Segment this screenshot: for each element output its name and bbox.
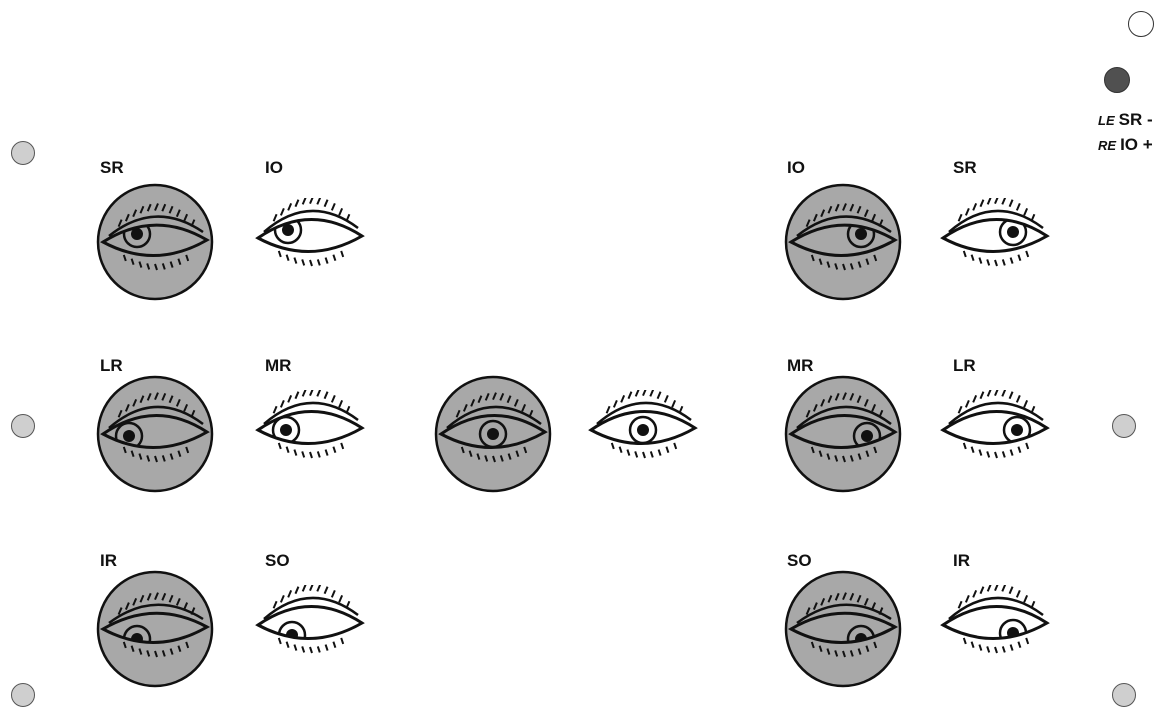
legend-re-prefix: RE (1098, 138, 1117, 153)
indicator-top-right-filled (1104, 67, 1130, 93)
indicator-right-middle (1112, 414, 1136, 438)
label-r3c3: SO (787, 551, 812, 570)
eye-circled-r2c1 (95, 374, 215, 494)
legend-le-text: SR - (1118, 110, 1153, 129)
eye-circled-center (433, 374, 553, 494)
label-r2c1: LR (100, 356, 123, 375)
eye-circled-r3c1 (95, 569, 215, 689)
label-r3c4: IR (953, 551, 970, 570)
label-r2c4: LR (953, 356, 976, 375)
label-r1c2: IO (265, 158, 283, 177)
eye-circled-r1c1 (95, 182, 215, 302)
indicator-right-bottom (1112, 683, 1136, 707)
eye-plain-r2c4 (935, 390, 1055, 470)
eye-plain-r1c2 (250, 198, 370, 278)
eye-circled-r2c3 (783, 374, 903, 494)
label-r2c2: MR (265, 356, 292, 375)
eye-plain-r3c2 (250, 585, 370, 665)
legend-le-prefix: LE (1098, 113, 1115, 128)
eye-circled-r3c3 (783, 569, 903, 689)
label-r3c1: IR (100, 551, 117, 570)
indicator-left-bottom (11, 683, 35, 707)
label-r3c2: SO (265, 551, 290, 570)
label-r1c1: SR (100, 158, 124, 177)
eye-plain-r2c2 (250, 390, 370, 470)
label-r1c4: SR (953, 158, 977, 177)
eye-plain-center (583, 390, 703, 470)
eye-circled-r1c3 (783, 182, 903, 302)
label-r2c3: MR (787, 356, 814, 375)
indicator-top-right-empty (1128, 11, 1154, 37)
legend-re-text: IO + (1120, 135, 1153, 154)
eye-plain-r1c4 (935, 198, 1055, 278)
eye-plain-r3c4 (935, 585, 1055, 665)
label-r1c3: IO (787, 158, 805, 177)
indicator-left-middle (11, 414, 35, 438)
indicator-left-top (11, 141, 35, 165)
